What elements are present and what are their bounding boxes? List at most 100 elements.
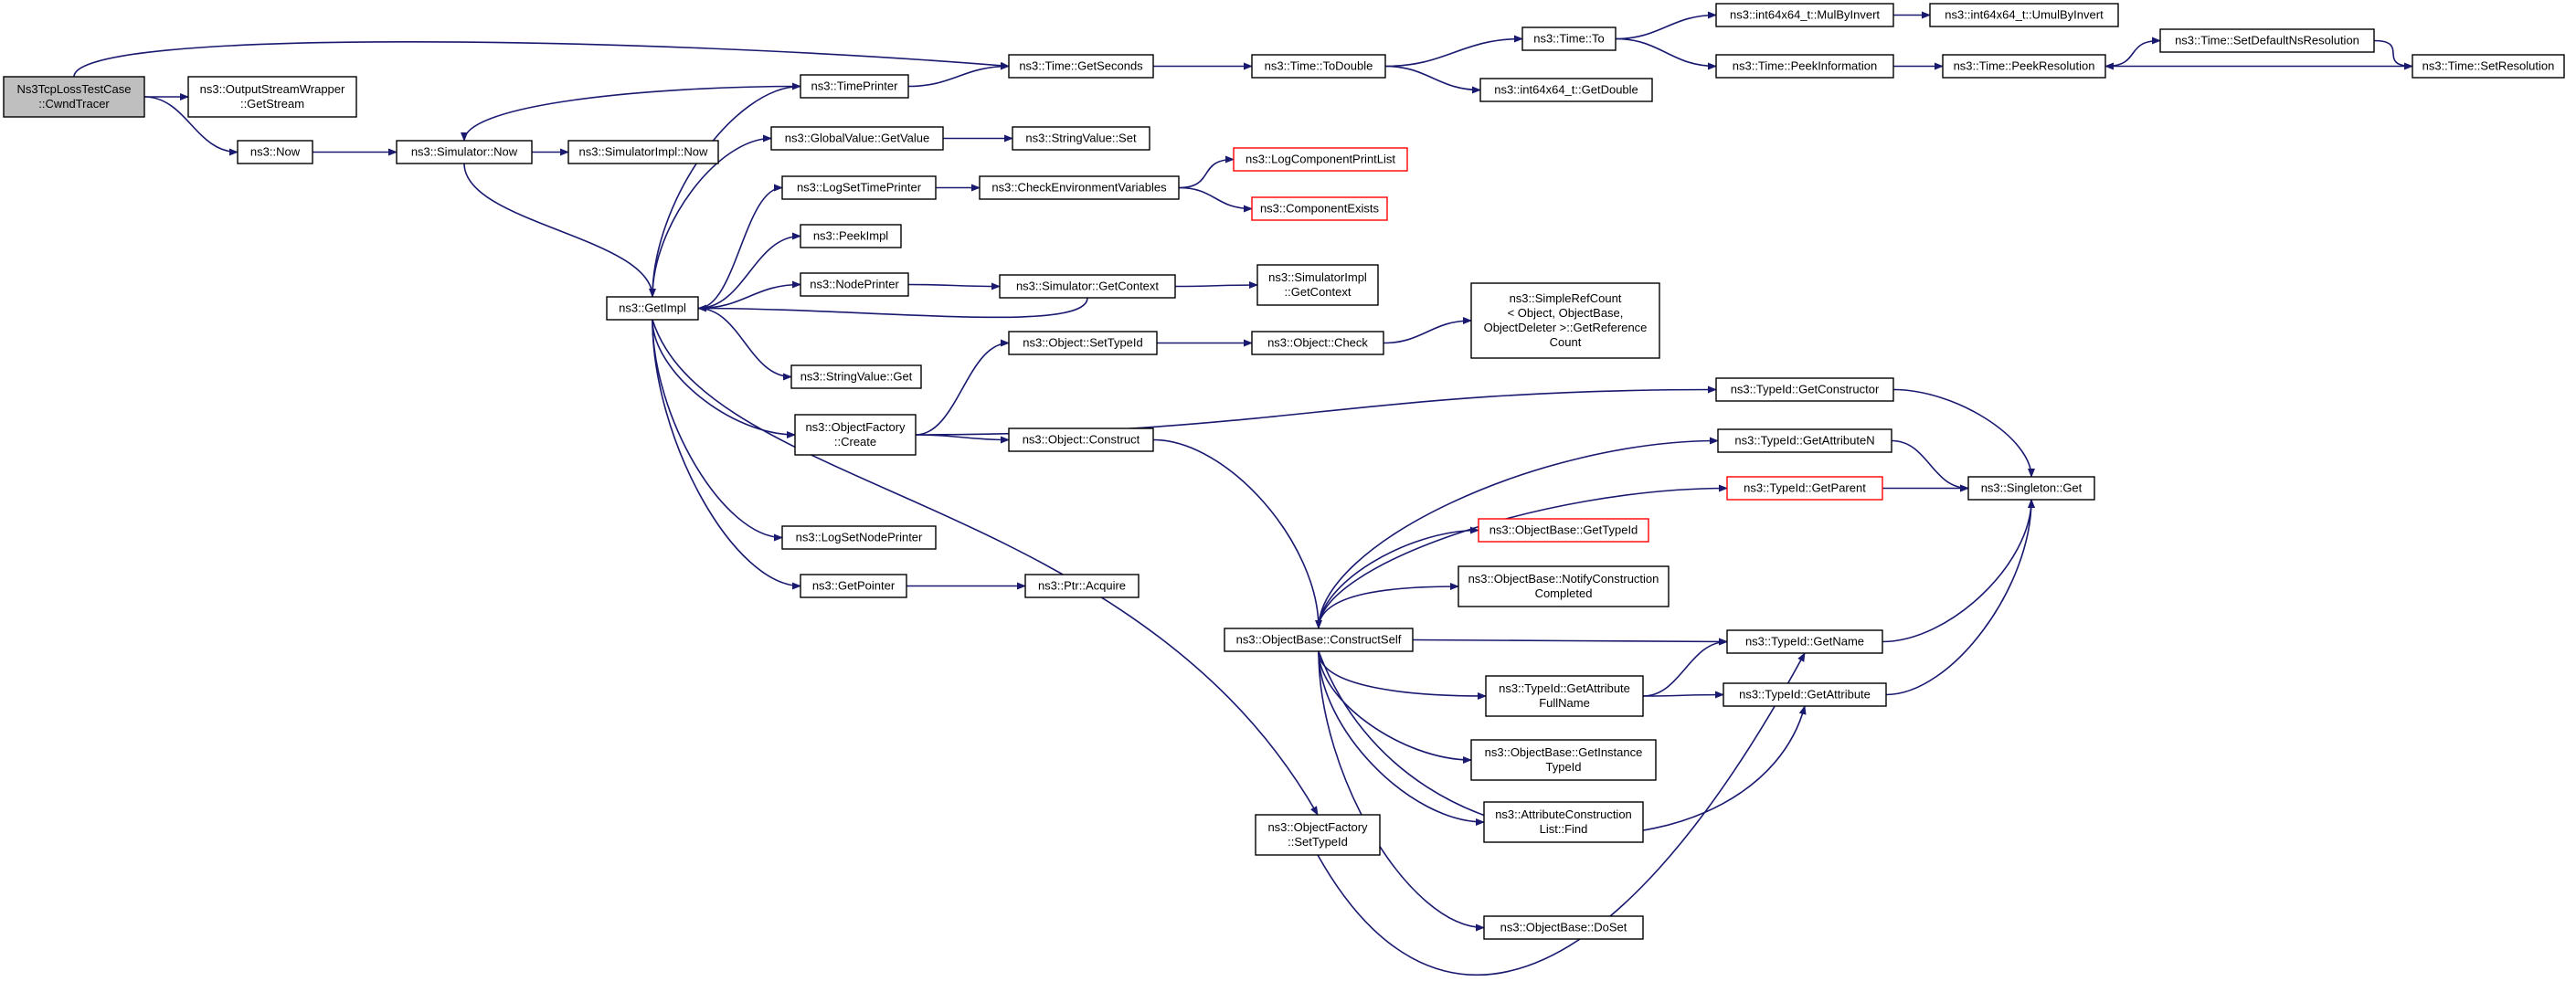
node-box — [1008, 54, 1154, 79]
node-box — [1251, 54, 1386, 79]
call-edge-tidgetattrfull-to-tidgetname — [1642, 638, 1728, 697]
graph-node-ptracquire[interactable]: ns3::Ptr::Acquire — [1024, 574, 1140, 598]
node-label: ::CwndTracer — [38, 97, 110, 111]
graph-node-peekinfo[interactable]: ns3::Time::PeekInformation — [1715, 54, 1894, 79]
graph-node-simplerefcount[interactable]: ns3::SimpleRefCount< Object, ObjectBase,… — [1470, 282, 1660, 359]
node-label: ns3::Now — [250, 145, 301, 159]
call-edge-constructself-to-tidgetname — [1412, 638, 1728, 646]
node-box — [187, 76, 357, 118]
node-label: ns3::TypeId::GetName — [1745, 635, 1864, 649]
node-box — [794, 414, 917, 456]
graph-node-getseconds[interactable]: ns3::Time::GetSeconds — [1008, 54, 1154, 79]
call-edge-root-to-now — [143, 96, 239, 156]
node-box — [1470, 282, 1660, 359]
graph-node-objcheck[interactable]: ns3::Object::Check — [1251, 331, 1384, 355]
node-label: ns3::StringValue::Get — [800, 370, 913, 384]
graph-node-objconstruct[interactable]: ns3::Object::Construct — [1008, 427, 1154, 452]
node-box — [781, 175, 937, 200]
graph-node-doset[interactable]: ns3::ObjectBase::DoSet — [1483, 915, 1644, 940]
call-edge-timeto-to-peekinfo — [1615, 37, 1717, 70]
node-label: List::Find — [1540, 822, 1588, 836]
call-edge-getimpl-to-logsetnode — [652, 319, 783, 542]
graph-node-tidgetattrn[interactable]: ns3::TypeId::GetAttributeN — [1717, 428, 1892, 453]
call-edge-tidgetattrn-to-singletonget — [1891, 439, 1969, 492]
graph-node-now[interactable]: ns3::Now — [237, 140, 313, 164]
graph-node-logsetnode[interactable]: ns3::LogSetNodePrinter — [781, 525, 937, 550]
node-box — [1233, 147, 1408, 172]
node-box — [1715, 3, 1894, 27]
graph-node-compexists[interactable]: ns3::ComponentExists — [1251, 196, 1388, 221]
graph-node-tidgetattr[interactable]: ns3::TypeId::GetAttribute — [1723, 682, 1887, 707]
call-edge-objconstruct-to-constructself — [1152, 438, 1322, 629]
graph-node-simnow[interactable]: ns3::Simulator::Now — [396, 140, 533, 164]
call-edge-getimpl-to-ofsettid — [652, 319, 1319, 816]
graph-node-svset[interactable]: ns3::StringValue::Set — [1012, 126, 1150, 151]
node-label: ns3::TypeId::GetAttribute — [1739, 688, 1871, 702]
graph-node-svget[interactable]: ns3::StringValue::Get — [790, 364, 922, 389]
graph-node-ofsettid[interactable]: ns3::ObjectFactory::SetTypeId — [1255, 814, 1381, 856]
graph-node-timeprinter[interactable]: ns3::TimePrinter — [800, 74, 909, 99]
node-box — [1008, 331, 1158, 355]
graph-node-root[interactable]: Ns3TcpLossTestCase::CwndTracer — [3, 76, 145, 118]
graph-node-todouble[interactable]: ns3::Time::ToDouble — [1251, 54, 1386, 79]
node-box — [567, 140, 719, 164]
graph-node-tidgetname[interactable]: ns3::TypeId::GetName — [1726, 629, 1883, 654]
call-edge-timeprinter-to-getseconds — [907, 62, 1010, 88]
graph-node-timeto[interactable]: ns3::Time::To — [1521, 26, 1617, 51]
call-edge-constructself-to-getinstancetid — [1318, 650, 1472, 764]
graph-node-simimplctx[interactable]: ns3::SimulatorImpl::GetContext — [1256, 264, 1379, 306]
node-box — [1255, 814, 1381, 856]
graph-node-simgetctx[interactable]: ns3::Simulator::GetContext — [999, 274, 1176, 299]
graph-node-getpointer[interactable]: ns3::GetPointer — [800, 574, 907, 598]
graph-node-obgettid[interactable]: ns3::ObjectBase::GetTypeId — [1478, 518, 1649, 543]
graph-node-constructself[interactable]: ns3::ObjectBase::ConstructSelf — [1224, 628, 1414, 652]
graph-node-peekimpl[interactable]: ns3::PeekImpl — [800, 224, 902, 248]
node-box — [237, 140, 313, 164]
node-label: ns3::ObjectFactory — [1267, 820, 1368, 834]
call-edge-todouble-to-getdouble — [1384, 65, 1481, 94]
graph-node-singletonget[interactable]: ns3::Singleton::Get — [1967, 476, 2095, 501]
graph-node-osw[interactable]: ns3::OutputStreamWrapper::GetStream — [187, 76, 357, 118]
node-label: ns3::Time::PeekResolution — [1954, 59, 2095, 73]
graph-node-nodeprinter[interactable]: ns3::NodePrinter — [800, 272, 909, 297]
node-box — [979, 175, 1180, 200]
node-box — [1251, 196, 1388, 221]
graph-node-tidgetparent[interactable]: ns3::TypeId::GetParent — [1726, 476, 1883, 501]
graph-node-logcomplist[interactable]: ns3::LogComponentPrintList — [1233, 147, 1408, 172]
node-label: ::Create — [834, 435, 876, 449]
graph-node-checkenv[interactable]: ns3::CheckEnvironmentVariables — [979, 175, 1180, 200]
node-box — [1251, 331, 1384, 355]
node-label: ns3::Object::SetTypeId — [1023, 336, 1143, 350]
node-box — [1256, 264, 1379, 306]
call-nodes: Ns3TcpLossTestCase::CwndTracer ns3::Outpu… — [3, 3, 2565, 940]
call-edge-constructself-to-tidgetattrfull — [1318, 650, 1487, 700]
node-label: ns3::TypeId::GetAttributeN — [1734, 434, 1874, 448]
graph-node-gvgetvalue[interactable]: ns3::GlobalValue::GetValue — [770, 126, 944, 151]
graph-node-tidgetctor[interactable]: ns3::TypeId::GetConstructor — [1715, 377, 1894, 402]
node-label: ns3::CheckEnvironmentVariables — [991, 181, 1167, 195]
graph-node-setres[interactable]: ns3::Time::SetResolution — [2412, 54, 2565, 79]
call-edge-constructself-to-notifyconstr — [1318, 583, 1459, 629]
node-label: ns3::Time::SetResolution — [2422, 59, 2555, 73]
call-edge-tidgetattrfull-to-tidgetattr — [1642, 691, 1724, 699]
graph-node-mulbyinvert[interactable]: ns3::int64x64_t::MulByInvert — [1715, 3, 1894, 27]
graph-node-umulbyinvert[interactable]: ns3::int64x64_t::UmulByInvert — [1929, 3, 2119, 27]
graph-node-simimplnow[interactable]: ns3::SimulatorImpl::Now — [567, 140, 719, 164]
node-box — [1485, 675, 1644, 717]
graph-node-logsettime[interactable]: ns3::LogSetTimePrinter — [781, 175, 937, 200]
node-label: ns3::ObjectBase::GetInstance — [1485, 745, 1643, 759]
graph-node-objsettid[interactable]: ns3::Object::SetTypeId — [1008, 331, 1158, 355]
graph-node-setdefaultres[interactable]: ns3::Time::SetDefaultNsResolution — [2159, 28, 2375, 53]
graph-node-getimpl[interactable]: ns3::GetImpl — [606, 296, 699, 321]
graph-node-notifyconstr[interactable]: ns3::ObjectBase::NotifyConstructionCompl… — [1458, 565, 1670, 607]
node-label: ns3::OutputStreamWrapper — [200, 82, 345, 96]
node-label: ns3::Time::SetDefaultNsResolution — [2175, 34, 2359, 47]
graph-node-ofcreate[interactable]: ns3::ObjectFactory::Create — [794, 414, 917, 456]
call-edge-constructself-to-tidgetattrn — [1318, 437, 1719, 629]
call-edge-simnow-to-getimpl — [463, 163, 656, 298]
graph-node-getdouble[interactable]: ns3::int64x64_t::GetDouble — [1479, 78, 1653, 102]
graph-node-peekres[interactable]: ns3::Time::PeekResolution — [1942, 54, 2106, 79]
